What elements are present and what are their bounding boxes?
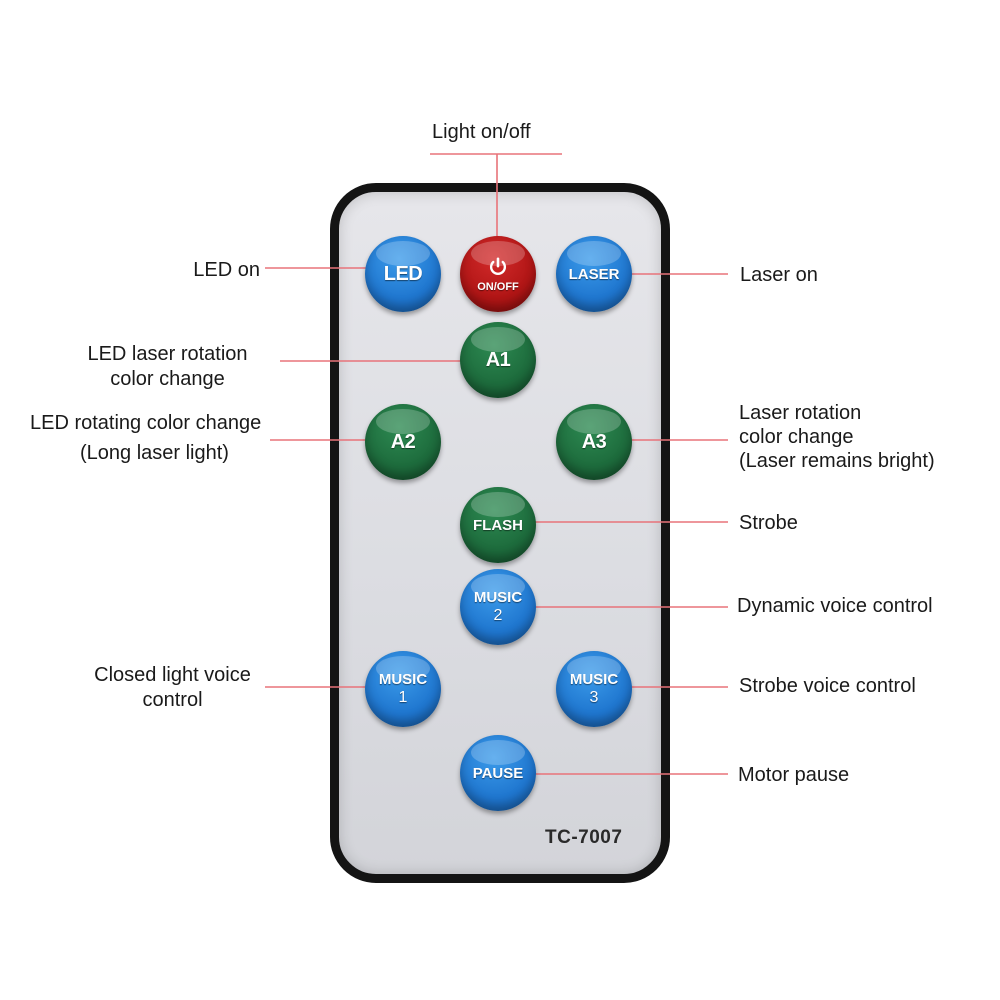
a1-button-label: A1	[485, 349, 511, 371]
callout-led-laser-rotation-line-1: LED laser rotation	[87, 343, 248, 365]
callout-dynamic-voice: Dynamic voice control	[737, 595, 933, 617]
callout-laser-rotation-line-1: Laser rotation	[739, 402, 862, 424]
callout-motor-pause: Motor pause	[738, 764, 850, 786]
led-button-label: LED	[383, 263, 423, 285]
music-1-button[interactable]: MUSIC 1	[365, 651, 441, 727]
callout-led-on: LED on	[193, 259, 260, 281]
a2-button-label: A2	[390, 431, 416, 453]
callout-led-rotating-line-1: LED rotating color change	[30, 412, 262, 434]
callout-strobe-voice: Strobe voice control	[739, 675, 916, 697]
on-off-button[interactable]: ON/OFF	[460, 236, 536, 312]
pause-button[interactable]: PAUSE	[460, 735, 536, 811]
callout-led-laser-rotation: LED laser rotation color change	[50, 342, 285, 392]
music-1-button-label: MUSIC	[378, 671, 428, 688]
music-2-button-number: 2	[493, 607, 503, 624]
a1-button[interactable]: A1	[460, 322, 536, 398]
callout-led-rotating-line-2: (Long laser light)	[80, 442, 229, 464]
laser-button-label: LASER	[568, 265, 620, 283]
a3-button-label: A3	[581, 431, 607, 453]
on-off-button-label: ON/OFF	[477, 280, 519, 293]
callout-strobe: Strobe	[739, 512, 798, 534]
callout-closed-light-voice: Closed light voice control	[75, 663, 270, 713]
music-3-button-number: 3	[589, 689, 599, 706]
callout-led-laser-rotation-line-2: color change	[110, 368, 225, 390]
a2-button[interactable]: A2	[365, 404, 441, 480]
flash-button-label: FLASH	[473, 516, 523, 534]
callout-laser-rotation-line-3: (Laser remains bright)	[739, 450, 935, 472]
led-button[interactable]: LED	[365, 236, 441, 312]
music-2-button-label: MUSIC	[473, 589, 523, 606]
callout-laser-rotation: Laser rotation color change (Laser remai…	[739, 401, 935, 473]
model-number: TC-7007	[545, 827, 623, 848]
callout-led-rotating: LED rotating color change (Long laser li…	[30, 411, 261, 466]
music-3-button[interactable]: MUSIC 3	[556, 651, 632, 727]
callout-laser-on: Laser on	[740, 264, 818, 286]
flash-button[interactable]: FLASH	[460, 487, 536, 563]
music-3-button-label: MUSIC	[569, 671, 619, 688]
music-2-button[interactable]: MUSIC 2	[460, 569, 536, 645]
power-icon	[490, 256, 506, 275]
callout-laser-rotation-line-2: color change	[739, 426, 854, 448]
music-1-button-number: 1	[398, 689, 408, 706]
a3-button[interactable]: A3	[556, 404, 632, 480]
callout-closed-light-voice-line-1: Closed light voice	[94, 664, 251, 686]
pause-button-label: PAUSE	[472, 764, 524, 782]
callout-light-onoff: Light on/off	[432, 121, 531, 143]
laser-button[interactable]: LASER	[556, 236, 632, 312]
callout-closed-light-voice-line-2: control	[142, 689, 203, 711]
